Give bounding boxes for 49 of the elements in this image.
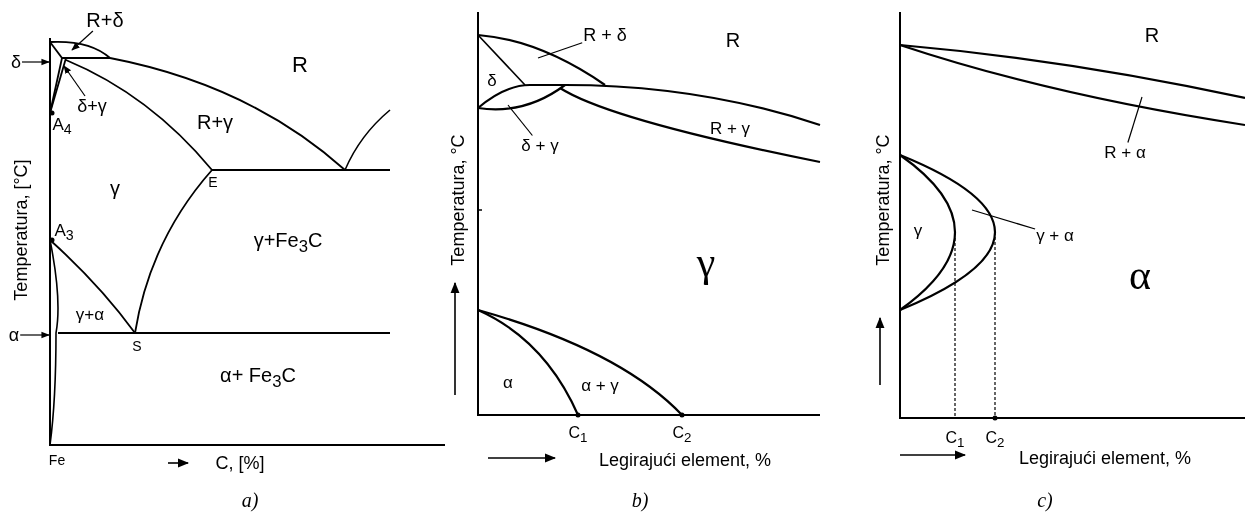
phase-label: R + γ bbox=[709, 119, 751, 137]
phase-label: γ+Fe$_{3}$C bbox=[253, 230, 323, 256]
phase-label: R+δ bbox=[86, 10, 124, 30]
leader-line bbox=[507, 104, 533, 137]
phase-label: α+ Fe$_{3}$C bbox=[220, 365, 296, 391]
phase-label: δ bbox=[11, 53, 21, 71]
phase-label: γ bbox=[913, 221, 923, 239]
phase-label: α bbox=[503, 373, 513, 391]
leader-line bbox=[63, 65, 86, 97]
leader-line bbox=[21, 58, 50, 66]
point-label: S bbox=[132, 339, 142, 353]
axis-label: Temperatura, [°C] bbox=[12, 159, 30, 301]
point-label: A$_{3}$ bbox=[54, 221, 74, 243]
leader-line bbox=[1127, 96, 1143, 144]
phase-label: R + δ bbox=[583, 26, 627, 44]
point-label: C$_{2}$ bbox=[985, 430, 1005, 450]
phase-label: δ bbox=[487, 71, 497, 89]
figure-caption: c) bbox=[1037, 490, 1053, 510]
phase-label: α bbox=[8, 326, 20, 344]
point-label: C$_{1}$ bbox=[945, 430, 965, 450]
axis-label: C, [%] bbox=[215, 454, 265, 472]
axis-label: Temperatura, °C bbox=[449, 134, 467, 266]
figure-caption: a) bbox=[241, 490, 259, 510]
phase-label: δ+γ bbox=[77, 97, 107, 115]
leader-line bbox=[537, 42, 583, 59]
phase-label: γ bbox=[110, 178, 120, 198]
axis-label: Legirajući element, % bbox=[598, 451, 772, 469]
phase-label: R + α bbox=[1104, 143, 1146, 161]
point-label: C$_{1}$ bbox=[568, 425, 588, 445]
phase-label: R bbox=[725, 30, 741, 50]
phase-label: R+γ bbox=[196, 112, 234, 132]
point-label: C$_{2}$ bbox=[672, 425, 692, 445]
phase-label: γ+α bbox=[75, 305, 105, 323]
axis-origin-label: Fe bbox=[48, 453, 66, 467]
phase-label: R bbox=[1144, 25, 1160, 45]
phase-label: γ + α bbox=[1036, 226, 1074, 244]
phase-label: δ + γ bbox=[521, 136, 559, 154]
leader-line bbox=[19, 331, 50, 339]
figure-caption: b) bbox=[631, 490, 649, 510]
phase-label: R bbox=[292, 54, 308, 76]
phase-label: γ bbox=[696, 241, 716, 283]
phase-label: α bbox=[1129, 254, 1151, 296]
leader-line bbox=[971, 209, 1036, 230]
phase-label: α + γ bbox=[581, 376, 619, 394]
axis-label: Legirajući element, % bbox=[1018, 449, 1192, 467]
axis-label: Temperatura, °C bbox=[874, 134, 892, 266]
leader-line bbox=[71, 30, 94, 51]
point-label: E bbox=[208, 175, 218, 189]
point-label: A$_{4}$ bbox=[52, 115, 72, 137]
